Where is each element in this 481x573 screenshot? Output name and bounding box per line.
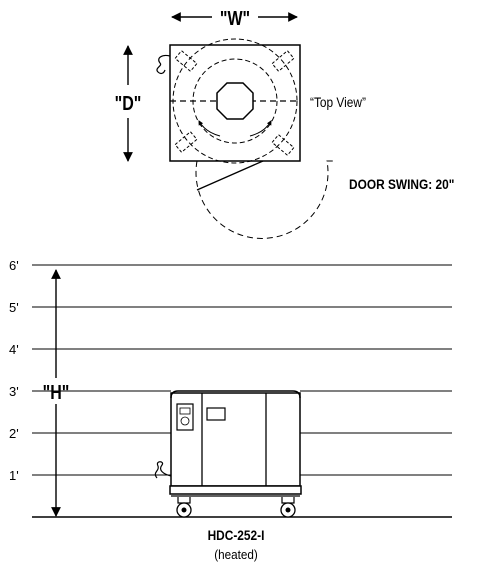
corner-rack-top-left <box>174 50 198 72</box>
width-label: "W" <box>220 7 250 29</box>
scale-label: 4' <box>9 342 19 357</box>
center-hub-octagon <box>216 82 254 120</box>
door-swing <box>195 160 334 239</box>
model-name: HDC-252-I <box>208 527 265 543</box>
depth-dimension: "D" <box>115 45 142 162</box>
rotation-arrow-left-icon <box>198 120 221 137</box>
top-view-label: “Top View” <box>310 94 366 110</box>
rotation-arrow-right-icon <box>249 120 272 137</box>
top-view: "W" "D" “Top View” <box>115 7 454 239</box>
scale-label: 5' <box>9 300 19 315</box>
scale-label: 6' <box>9 258 19 273</box>
elevation-view: 6' 5' 4' 3' 2' 1' "H" <box>9 258 452 562</box>
scale-label: 2' <box>9 426 19 441</box>
carousel-outer-circle <box>172 38 298 164</box>
door-swing-label: DOOR SWING: 20" <box>349 176 454 192</box>
scale-label: 1' <box>9 468 19 483</box>
depth-label: "D" <box>115 92 142 114</box>
power-cord-top-icon <box>156 54 171 75</box>
scale-label: 3' <box>9 384 19 399</box>
cabinet-front <box>169 390 302 518</box>
height-label: "H" <box>43 381 70 403</box>
height-dimension: "H" <box>43 269 70 517</box>
width-dimension: "W" <box>171 7 298 29</box>
carousel-inner-circle <box>192 58 278 144</box>
cabinet-outline <box>169 44 301 162</box>
model-subtitle: (heated) <box>214 547 258 562</box>
corner-rack-bottom-left <box>174 131 198 153</box>
caster-left-icon <box>176 497 192 518</box>
power-cord-front-icon <box>154 461 172 479</box>
corner-rack-bottom-right <box>271 134 295 156</box>
cabinet-window <box>206 407 226 421</box>
height-scale: 6' 5' 4' 3' 2' 1' <box>9 258 452 518</box>
caster-right-icon <box>280 497 296 518</box>
